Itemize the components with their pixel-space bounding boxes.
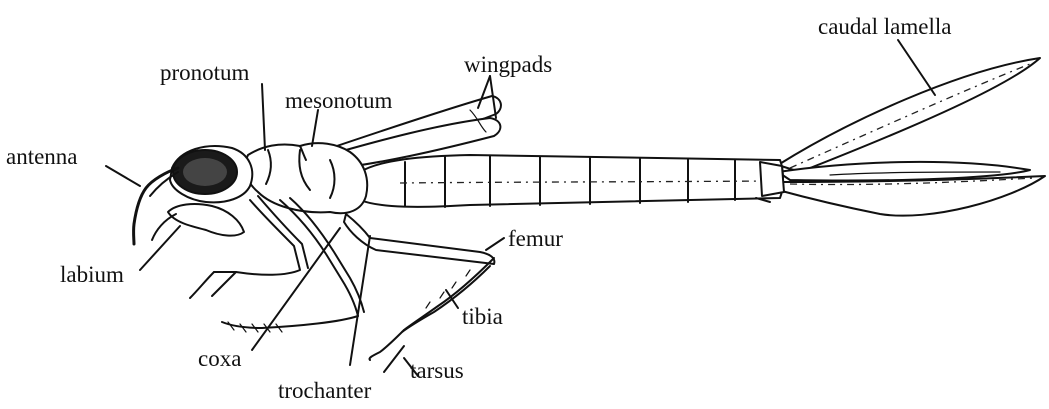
- label-labium: labium: [60, 262, 124, 287]
- label-antenna: antenna: [6, 144, 78, 169]
- label-wingpads: wingpads: [464, 52, 552, 77]
- label-tibia: tibia: [462, 304, 503, 329]
- label-coxa: coxa: [198, 346, 241, 371]
- caudal-lamellae: [778, 58, 1045, 216]
- label-tarsus: tarsus: [410, 358, 464, 383]
- labium-shape: [168, 204, 244, 236]
- label-caudal-lamella: caudal lamella: [818, 14, 951, 39]
- abdomen: [360, 155, 784, 207]
- label-mesonotum: mesonotum: [285, 88, 392, 113]
- head: [152, 146, 252, 240]
- label-trochanter: trochanter: [278, 378, 372, 403]
- label-femur: femur: [508, 226, 563, 251]
- label-pronotum: pronotum: [160, 60, 250, 85]
- labels: caudal lamella wingpads pronotum mesonot…: [6, 14, 951, 403]
